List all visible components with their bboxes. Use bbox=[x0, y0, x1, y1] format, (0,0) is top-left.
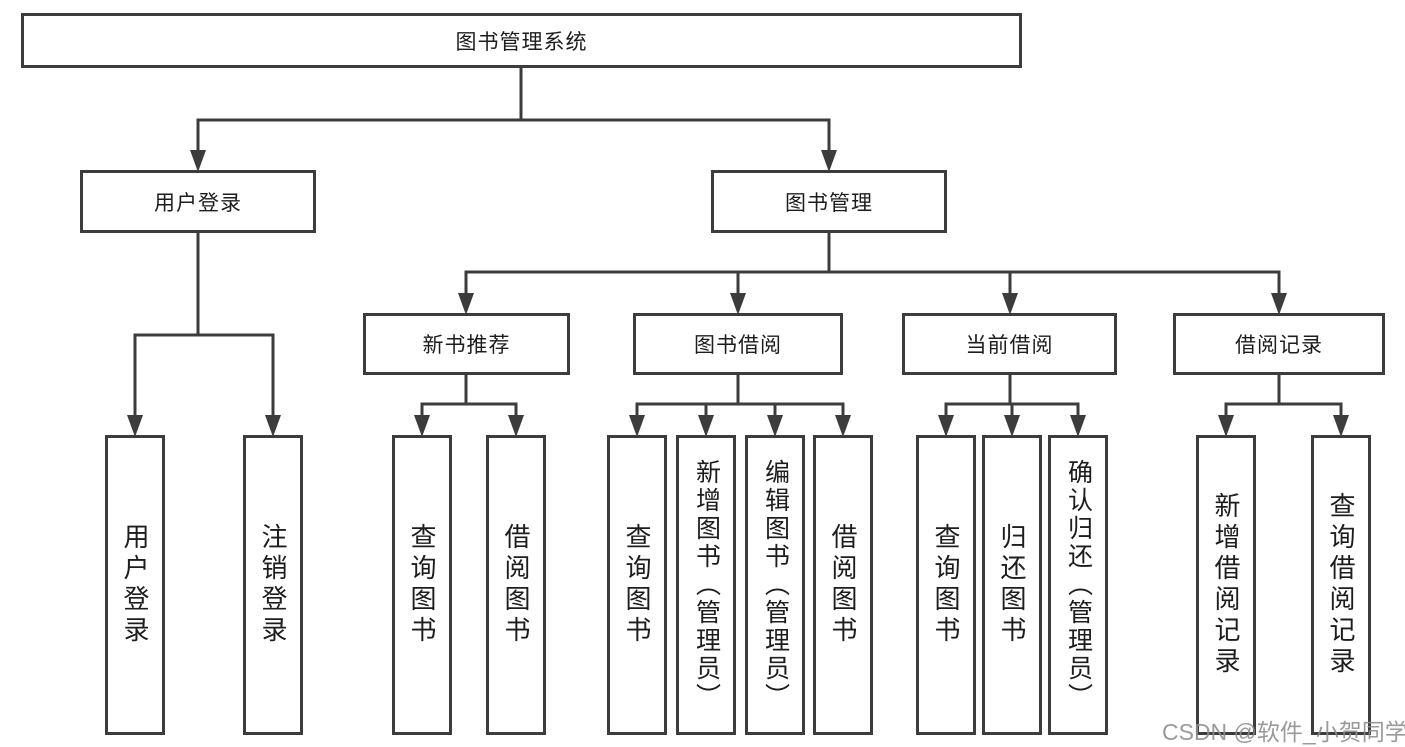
leaf-label: 编辑图书（管理员） bbox=[761, 459, 790, 711]
leaf-confirm-return-admin: 确认归还（管理员） bbox=[1048, 435, 1108, 735]
leaf-label: 查询图书 bbox=[622, 523, 652, 647]
leaf-label: 用户登录 bbox=[120, 523, 150, 647]
leaf-label: 确认归还（管理员） bbox=[1064, 459, 1093, 711]
node-label: 用户登录 bbox=[154, 191, 242, 215]
leaf-label: 借阅图书 bbox=[828, 523, 858, 647]
node-borrowing-records: 借阅记录 bbox=[1173, 313, 1385, 375]
node-label: 图书借阅 bbox=[694, 334, 782, 357]
leaf-query-borrow-record: 查询借阅记录 bbox=[1311, 435, 1371, 735]
leaf-query-books-recommend: 查询图书 bbox=[392, 435, 452, 735]
node-label: 借阅记录 bbox=[1235, 334, 1323, 357]
leaf-label: 查询借阅记录 bbox=[1326, 492, 1356, 678]
leaf-user-login: 用户登录 bbox=[105, 435, 165, 735]
leaf-add-borrow-record: 新增借阅记录 bbox=[1196, 435, 1256, 735]
leaf-edit-book-admin: 编辑图书（管理员） bbox=[745, 435, 805, 735]
node-library-management-system: 图书管理系统 bbox=[21, 13, 1022, 68]
node-label: 当前借阅 bbox=[965, 334, 1054, 357]
csdn-watermark: CSDN @软件_小贺同学 bbox=[1162, 719, 1405, 745]
node-label: 新书推荐 bbox=[422, 334, 511, 357]
leaf-borrow-books-recommend: 借阅图书 bbox=[486, 435, 546, 735]
node-user-login: 用户登录 bbox=[80, 170, 316, 233]
node-label: 图书管理 bbox=[785, 191, 873, 215]
leaf-return-books: 归还图书 bbox=[982, 435, 1042, 735]
node-new-book-recommendation: 新书推荐 bbox=[363, 313, 570, 375]
leaf-label: 查询图书 bbox=[407, 523, 437, 647]
leaf-label: 新增图书（管理员） bbox=[692, 459, 721, 711]
leaf-label: 查询图书 bbox=[931, 523, 961, 647]
leaf-add-book-admin: 新增图书（管理员） bbox=[676, 435, 736, 735]
node-book-borrowing: 图书借阅 bbox=[633, 313, 843, 375]
leaf-query-books-borrowing: 查询图书 bbox=[607, 435, 667, 735]
leaf-label: 注销登录 bbox=[258, 523, 288, 647]
leaf-borrow-books-borrowing: 借阅图书 bbox=[813, 435, 873, 735]
node-label: 图书管理系统 bbox=[455, 30, 588, 54]
leaf-label: 借阅图书 bbox=[501, 523, 531, 647]
leaf-label: 新增借阅记录 bbox=[1211, 492, 1241, 678]
leaf-label: 归还图书 bbox=[997, 523, 1027, 647]
leaf-query-books-current: 查询图书 bbox=[916, 435, 976, 735]
leaf-logout: 注销登录 bbox=[243, 435, 303, 735]
node-book-management: 图书管理 bbox=[711, 170, 947, 233]
node-current-borrowing: 当前借阅 bbox=[902, 313, 1117, 375]
